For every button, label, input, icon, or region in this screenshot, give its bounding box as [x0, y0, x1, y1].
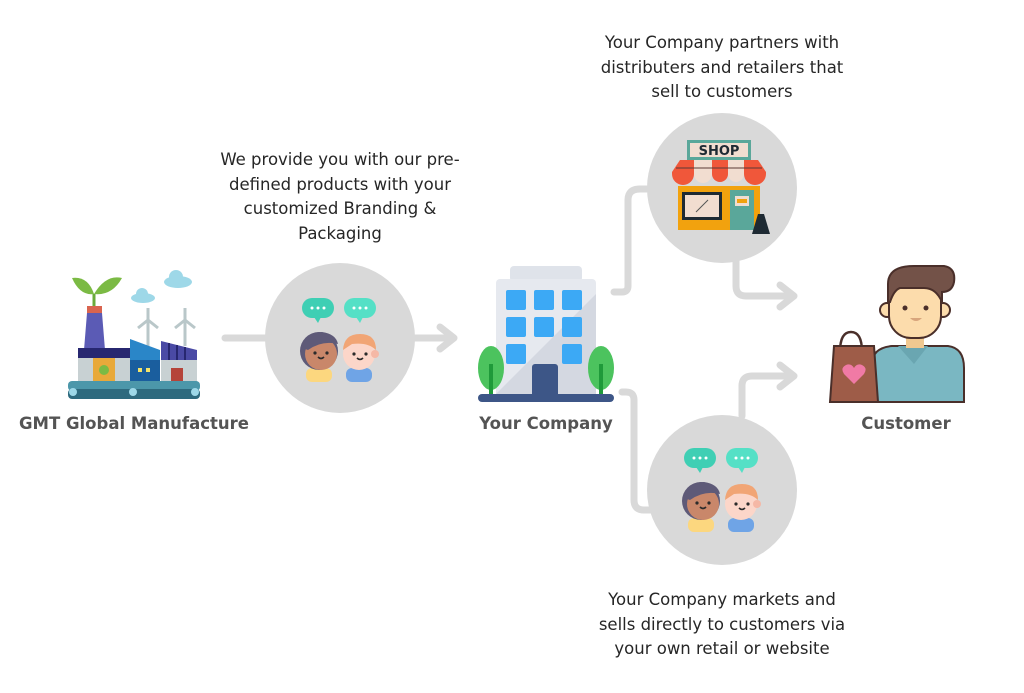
- connector-company-to-shop: [610, 185, 654, 296]
- shop-node: SHOP: [670, 138, 774, 242]
- arrowhead-direct-to-customer: [776, 361, 798, 391]
- people-chat-icon: [682, 448, 761, 532]
- shop-storefront-icon: SHOP: [672, 140, 770, 234]
- caption-line: customized Branding &: [243, 199, 437, 218]
- connector-shop-to-customer: [732, 256, 796, 300]
- caption-line: We provide you with our pre-: [220, 150, 460, 169]
- arrowhead-to-company: [436, 323, 458, 353]
- direct-people-node: [674, 446, 770, 536]
- direct-circle: [647, 415, 797, 565]
- company-node: [476, 264, 616, 408]
- manufacturer-node: [66, 268, 206, 407]
- caption-line: your own retail or website: [614, 639, 830, 658]
- direct-caption: Your Company markets and sells directly …: [580, 588, 864, 662]
- customer-with-shopping-bag-icon: [828, 265, 965, 403]
- company-label: Your Company: [479, 414, 613, 433]
- caption-line: distributers and retailers that: [600, 57, 844, 77]
- caption-line: sells directly to customers via: [598, 614, 846, 634]
- branding-caption: We provide you with our pre- defined pro…: [196, 148, 484, 246]
- caption-line: defined products with your: [228, 174, 451, 194]
- partners-caption: Your Company partners with distributers …: [580, 31, 864, 105]
- branding-people-node: [292, 296, 388, 386]
- customer-label: Customer: [861, 414, 951, 433]
- manufacturer-label: GMT Global Manufacture: [19, 414, 249, 433]
- customer-node: [828, 264, 968, 410]
- branding-circle: [265, 263, 415, 413]
- caption-line: Packaging: [298, 223, 382, 243]
- office-building-icon: [478, 266, 614, 402]
- people-chat-icon: [300, 298, 379, 382]
- connector-direct-to-customer: [738, 372, 796, 420]
- shop-sign-text: SHOP: [699, 144, 740, 159]
- caption-line: sell to customers: [651, 82, 793, 101]
- arrowhead-shop-to-customer: [776, 281, 798, 311]
- connector-company-to-direct: [618, 388, 656, 514]
- caption-line: Your Company partners with: [604, 33, 840, 52]
- factory-icon: [68, 270, 200, 399]
- caption-line: Your Company markets and: [608, 590, 836, 609]
